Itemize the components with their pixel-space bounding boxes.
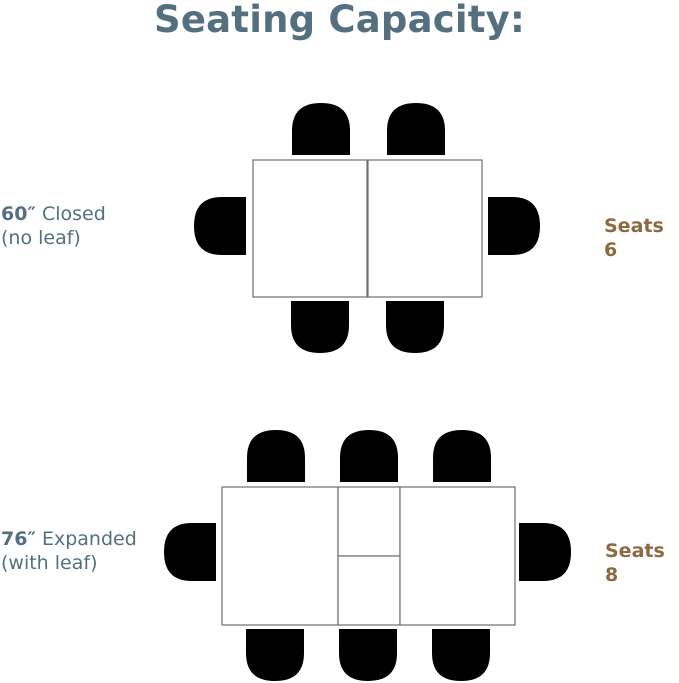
expanded-state-text: Expanded <box>35 528 137 550</box>
closed-table-right-half <box>367 159 483 298</box>
chair-left-end <box>194 197 246 255</box>
closed-size-label: 60″ Closed (no leaf) <box>1 202 106 250</box>
closed-table-left-half <box>252 159 368 298</box>
expanded-table-left-section <box>221 486 339 626</box>
chair-top-right <box>433 430 491 482</box>
chair-bottom-left <box>291 301 349 353</box>
expanded-size-value: 76″ <box>1 528 36 550</box>
chair-bottom-right <box>386 301 444 353</box>
chair-top-left <box>247 430 305 482</box>
chair-left-end <box>164 523 216 581</box>
chair-top-left <box>292 103 350 155</box>
expanded-note-text: (with leaf) <box>1 552 98 574</box>
chair-top-right <box>387 103 445 155</box>
closed-note-text: (no leaf) <box>1 227 81 249</box>
chair-right-end <box>488 197 540 255</box>
page-title: Seating Capacity: <box>154 0 525 41</box>
chair-bottom-center <box>339 629 397 681</box>
table-leaf-lower <box>337 555 401 626</box>
closed-state-text: Closed <box>35 203 106 225</box>
closed-table-diagram <box>194 103 540 353</box>
expanded-table-diagram <box>164 430 571 681</box>
expanded-seats-label: Seats 8 <box>605 540 665 586</box>
table-leaf-upper <box>337 486 401 557</box>
expanded-size-label: 76″ Expanded (with leaf) <box>1 527 137 575</box>
chair-bottom-left <box>246 629 304 681</box>
chair-right-end <box>519 523 571 581</box>
chair-top-center <box>340 430 398 482</box>
chair-bottom-right <box>432 629 490 681</box>
expanded-table-right-section <box>399 486 516 626</box>
closed-seats-label: Seats 6 <box>604 215 664 261</box>
closed-size-value: 60″ <box>1 203 36 225</box>
